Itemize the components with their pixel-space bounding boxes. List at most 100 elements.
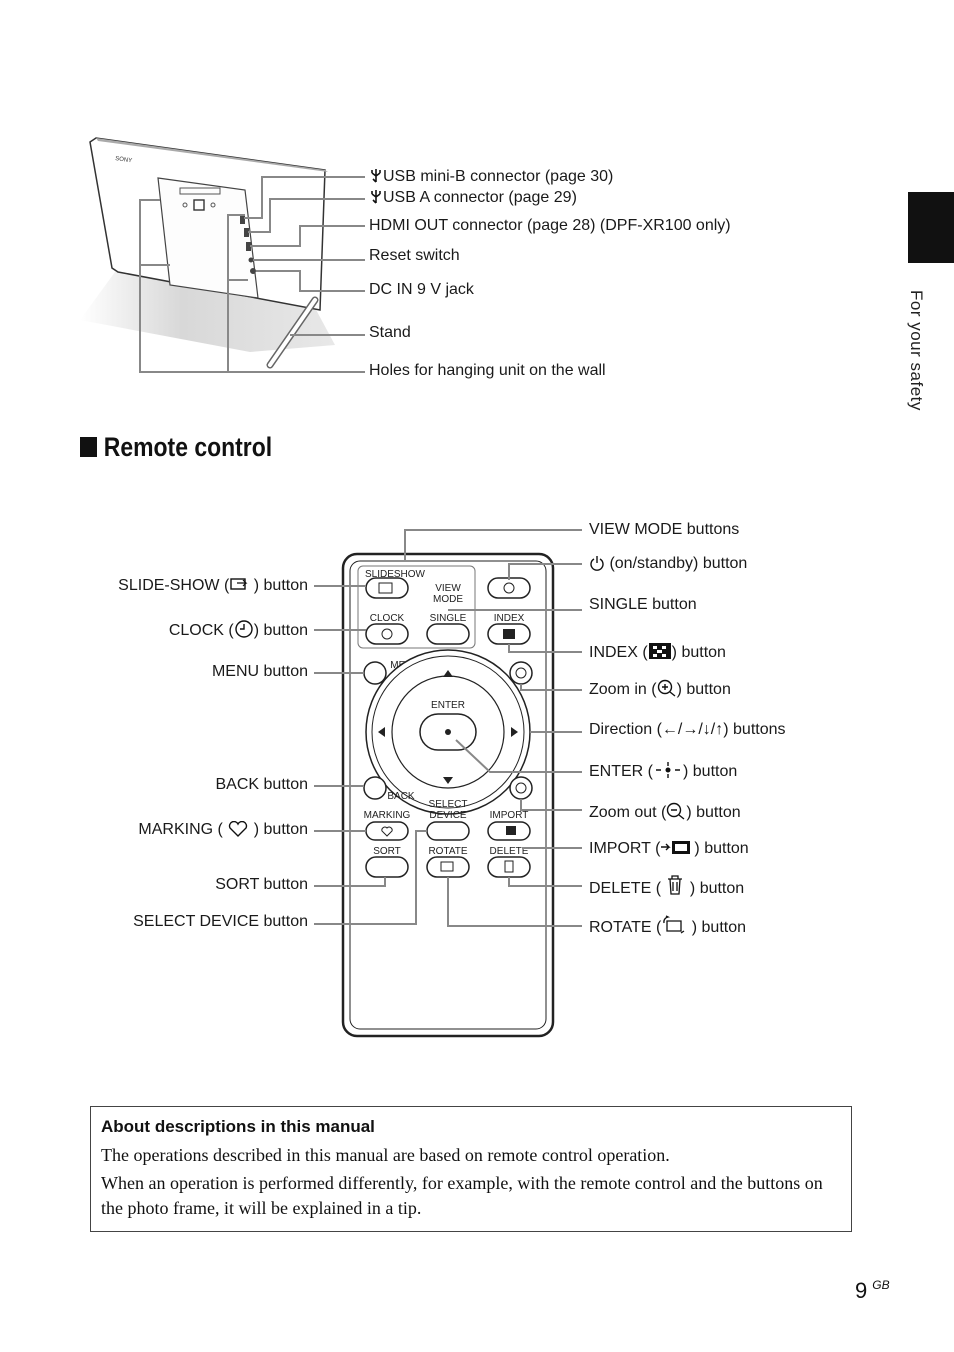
callout-index: INDEX () button: [589, 643, 726, 661]
key-label-view: VIEW: [435, 583, 461, 594]
callout-marking: MARKING ( ) button: [138, 821, 308, 838]
note-box: About descriptions in this manual The op…: [90, 1106, 852, 1232]
zoom-out-icon: [667, 802, 685, 820]
key-label-delete: DELETE: [490, 846, 529, 857]
select-device-button[interactable]: [426, 821, 470, 841]
leader-select-device: [314, 830, 427, 925]
clock-icon: [381, 628, 393, 640]
callout-select-device: SELECT DEVICE button: [133, 913, 308, 930]
callout-rotate: ROTATE ( ) button: [589, 915, 746, 938]
callout-reset: Reset switch: [369, 247, 460, 264]
zoom-in-icon: [515, 667, 527, 679]
callout-stand: Stand: [369, 324, 411, 341]
remote-control-diagram: SLIDESHOW VIEW MODE CLOCK SINGLE INDEX M…: [314, 529, 582, 1038]
zoom-out-button[interactable]: [509, 776, 533, 800]
callout-power: (on/standby) button: [589, 554, 747, 574]
leader-view-mode: [404, 529, 582, 560]
rotate-icon: [440, 861, 454, 872]
zoom-in-icon: [657, 679, 676, 697]
usb-icon: [371, 190, 381, 204]
callout-view-mode: VIEW MODE buttons: [589, 521, 740, 538]
leader-zoom-out: [520, 799, 582, 811]
page-region-code: GB: [872, 1278, 890, 1292]
key-label-slideshow: SLIDESHOW: [365, 569, 426, 580]
hdmi-port: [246, 242, 251, 251]
back-button[interactable]: [363, 776, 387, 800]
key-label-single: SINGLE: [430, 613, 467, 624]
callout-import: IMPORT () button: [589, 840, 749, 857]
callout-usb-mini: USB mini-B connector (page 30): [369, 167, 613, 187]
usb-a-port: [244, 228, 249, 237]
leader-sort: [314, 877, 386, 887]
callout-slideshow: SLIDE-SHOW ( ) button: [118, 577, 308, 594]
power-icon: [503, 582, 515, 594]
heading-square-icon: [80, 437, 97, 457]
side-tab-marker: [908, 192, 954, 263]
enter-icon: [656, 762, 680, 778]
leader-rotate: [447, 877, 582, 927]
zoom-in-button[interactable]: [509, 661, 533, 685]
marking-button[interactable]: [365, 821, 409, 841]
key-label-import: IMPORT: [490, 810, 529, 821]
index-icon: [503, 629, 515, 639]
enter-icon: [445, 729, 451, 735]
delete-button[interactable]: [487, 856, 531, 878]
callout-back: BACK button: [215, 776, 309, 793]
slideshow-icon: [230, 578, 248, 590]
frame-button: [193, 199, 205, 211]
menu-button[interactable]: [363, 661, 387, 685]
photo-frame-diagram: SONY: [80, 137, 365, 373]
up-arrow-icon: [443, 670, 453, 677]
key-label-enter: ENTER: [431, 700, 465, 711]
frame-brand: SONY: [115, 156, 133, 164]
leader-hole-2: [227, 214, 245, 372]
callout-sort: SORT button: [215, 876, 308, 893]
key-label-mode: MODE: [433, 594, 463, 605]
single-button[interactable]: [426, 623, 470, 645]
heart-icon: [229, 821, 248, 837]
callout-dcin: DC IN 9 V jack: [369, 281, 474, 298]
reset-switch: [248, 257, 254, 263]
leader-hole-1: [139, 199, 365, 373]
callout-usb-a: USB A connector (page 29): [369, 188, 577, 208]
callout-zoom-in: Zoom in () button: [589, 679, 731, 698]
callout-single: SINGLE button: [589, 596, 697, 613]
clock-icon: [235, 620, 253, 638]
power-icon: [590, 556, 604, 571]
key-label-back: BACK: [387, 791, 415, 802]
callout-holes: Holes for hanging unit on the wall: [369, 362, 606, 379]
note-paragraph: The operations described in this manual …: [101, 1145, 670, 1165]
callout-clock: CLOCK () button: [168, 620, 308, 639]
clock-button[interactable]: [365, 623, 409, 645]
dc-in-jack: [250, 268, 256, 274]
import-icon: [506, 826, 516, 835]
trash-icon: [504, 860, 514, 873]
section-heading: Remote control: [80, 432, 272, 463]
callout-zoom-out: Zoom out () button: [589, 802, 741, 821]
key-label-select: SELECT: [429, 799, 468, 810]
zoom-out-icon: [515, 782, 527, 794]
slideshow-button[interactable]: [365, 577, 409, 599]
rotate-icon: [663, 915, 685, 934]
slideshow-icon: [378, 582, 393, 594]
key-label-sort: SORT: [373, 846, 401, 857]
key-label-device: DEVICE: [429, 810, 467, 821]
left-arrow-icon: [378, 727, 385, 737]
view-mode-group: [357, 565, 476, 649]
sort-button[interactable]: [365, 856, 409, 878]
note-paragraph: When an operation is performed different…: [101, 1173, 823, 1218]
leader-hdmi: [250, 225, 365, 247]
leader-zoom-in: [520, 684, 582, 691]
key-label-rotate: ROTATE: [428, 846, 467, 857]
callout-hdmi: HDMI OUT connector (page 28) (DPF-XR100 …: [369, 217, 731, 234]
power-button[interactable]: [487, 577, 531, 599]
rotate-button[interactable]: [426, 856, 470, 878]
key-label-marking: MARKING: [364, 810, 411, 821]
down-arrow-icon: [443, 777, 453, 784]
right-arrow-icon: [511, 727, 518, 737]
import-icon: [661, 841, 691, 854]
callout-delete: DELETE ( ) button: [589, 874, 744, 899]
side-tab-label: For your safety: [907, 290, 926, 411]
index-icon: [648, 643, 671, 659]
